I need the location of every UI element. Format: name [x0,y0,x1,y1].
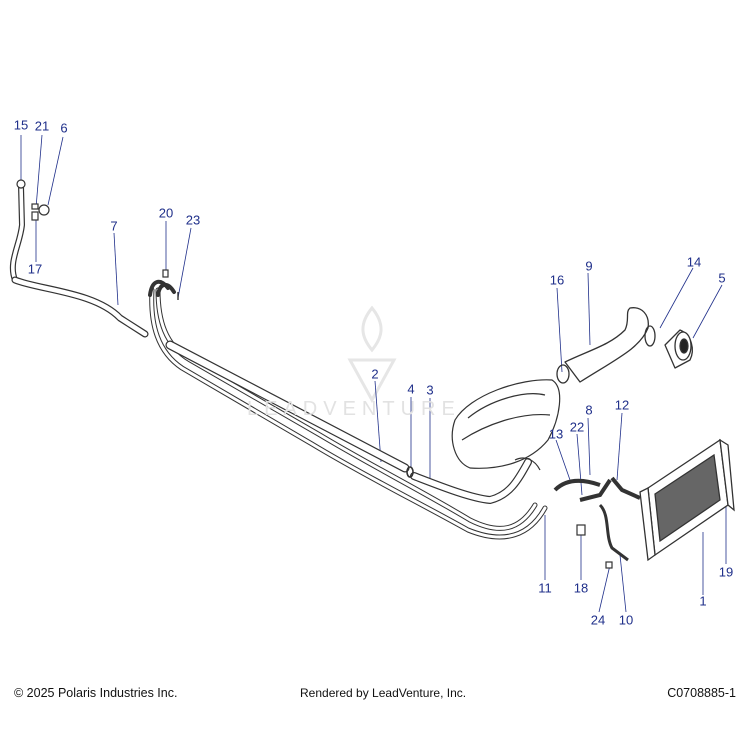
callout-16[interactable]: 16 [549,272,565,288]
callout-10[interactable]: 10 [618,612,634,628]
callout-2[interactable]: 2 [371,366,379,382]
callout-7[interactable]: 7 [110,218,118,234]
clamp-4 [406,466,414,478]
copyright-text: © 2025 Polaris Industries Inc. [14,686,178,700]
charge-air-box [451,379,561,471]
watermark: LEADVENTURE [247,398,461,420]
fitting-13 [553,478,601,492]
callout-12[interactable]: 12 [614,397,630,413]
hose-7 [11,276,149,338]
callout-4[interactable]: 4 [407,381,415,397]
fitting-20 [162,269,169,278]
radiator [639,438,735,562]
callout-21[interactable]: 21 [34,118,50,134]
fitting-15 [16,179,26,189]
callout-19[interactable]: 19 [718,564,734,580]
fittings [16,179,730,569]
callout-5[interactable]: 5 [718,270,726,286]
watermark-logo [347,305,397,404]
callout-15[interactable]: 15 [13,117,29,133]
duct-9 [564,307,649,383]
callout-9[interactable]: 9 [585,258,593,274]
hose-assemblies [9,183,548,540]
callout-11[interactable]: 11 [538,580,552,596]
clamp-14 [644,325,656,347]
tube-10 [598,503,629,562]
fitting-8 [579,478,612,502]
callout-3[interactable]: 3 [426,382,434,398]
callout-8[interactable]: 8 [585,402,593,418]
callout-24[interactable]: 24 [590,612,606,628]
fitting-6 [38,204,50,216]
callout-14[interactable]: 14 [686,254,702,270]
callout-22[interactable]: 22 [569,419,585,435]
fitting-24 [605,561,613,569]
intake-duct [556,307,693,384]
callout-17[interactable]: 17 [27,261,43,277]
fitting-17 [31,211,39,221]
fitting-12 [610,476,641,500]
callout-23[interactable]: 23 [185,212,201,228]
callout-13[interactable]: 13 [548,426,564,442]
fitting-18 [576,524,586,536]
rendered-by-text: Rendered by LeadVenture, Inc. [300,686,467,700]
fitting-21 [31,203,39,210]
callout-1[interactable]: 1 [699,593,707,609]
clamp-16 [556,364,570,384]
leader-lines [20,134,727,613]
callout-20[interactable]: 20 [158,205,174,221]
figure-id: C0708885-1 [667,686,736,700]
callout-6[interactable]: 6 [60,120,68,136]
callout-18[interactable]: 18 [573,580,589,596]
